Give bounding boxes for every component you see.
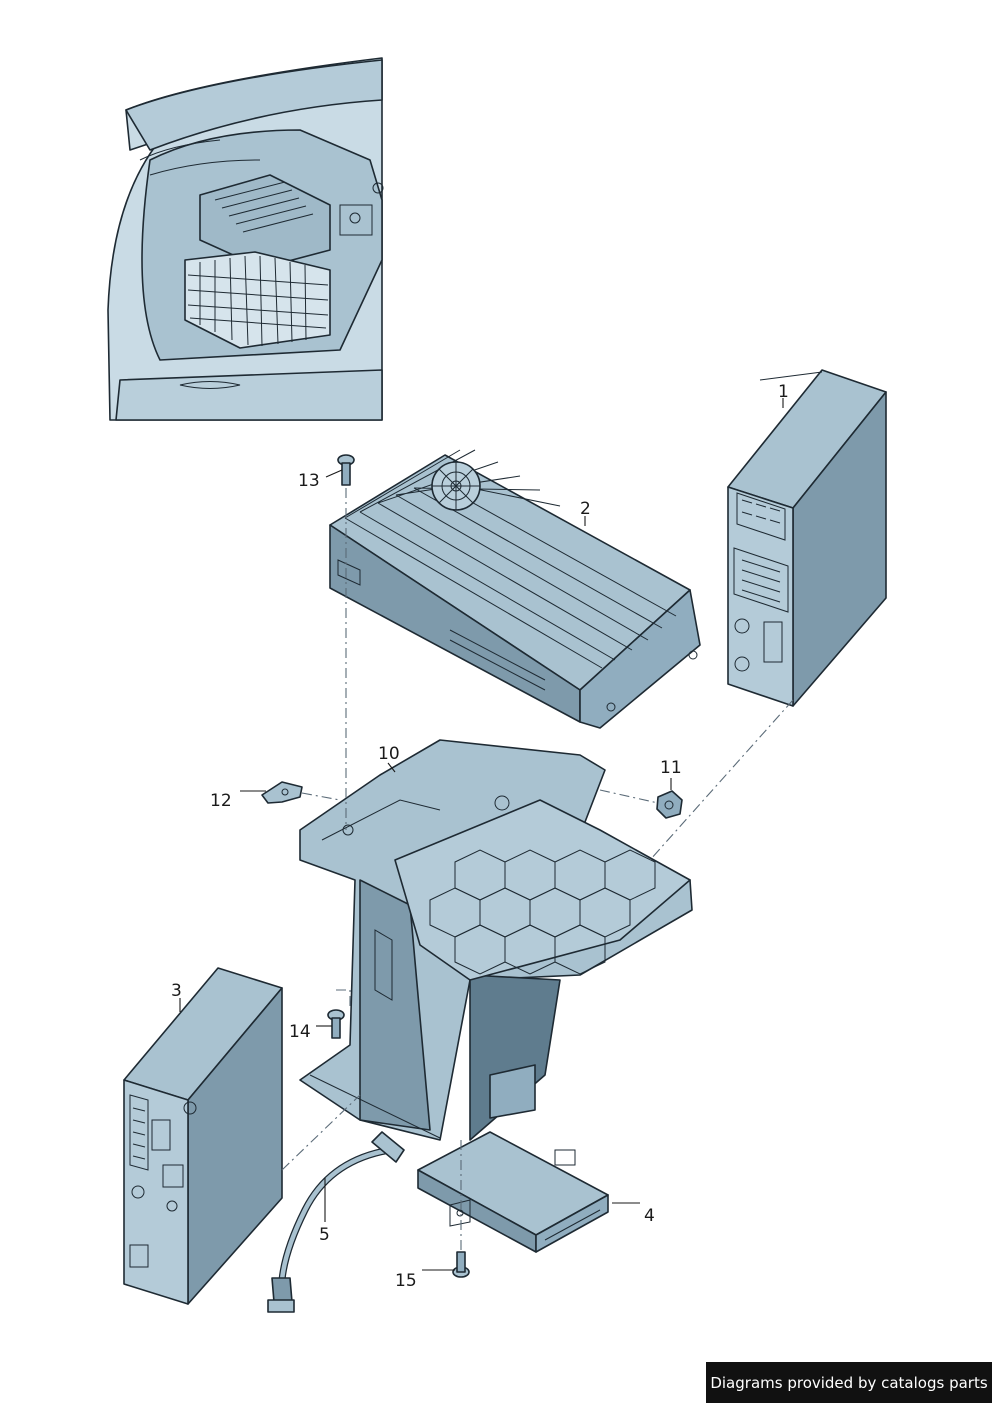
part-1-control-unit <box>727 369 887 707</box>
part-13-screw <box>337 454 355 486</box>
part-12-clip <box>261 781 303 804</box>
part-label-12: 12 <box>210 791 232 811</box>
part-14-screw <box>327 1009 345 1039</box>
part-label-5: 5 <box>319 1225 330 1245</box>
part-10-mounting-carrier <box>299 739 693 1141</box>
amplifier-fan-vent <box>431 461 481 511</box>
part-2-amplifier <box>329 449 701 729</box>
part-label-11: 11 <box>660 758 682 778</box>
leader-lines <box>179 398 784 1271</box>
part-15-screw <box>452 1251 470 1278</box>
part-label-14: 14 <box>289 1022 311 1042</box>
part-label-15: 15 <box>395 1271 417 1291</box>
part-3-control-unit <box>123 967 283 1305</box>
vehicle-location-inset <box>107 57 384 421</box>
part-label-2: 2 <box>580 499 591 519</box>
part-label-3: 3 <box>171 981 182 1001</box>
part-label-4: 4 <box>644 1206 655 1226</box>
part-label-1: 1 <box>778 382 789 402</box>
carrier-honeycomb-texture <box>429 849 656 975</box>
part-11-nut <box>656 790 683 819</box>
diagram-credit-banner: Diagrams provided by catalogs parts <box>706 1362 992 1403</box>
part-labels: 1 2 3 4 5 10 11 12 13 14 15 <box>171 382 789 1291</box>
part-5-cable <box>267 1131 405 1313</box>
part-label-10: 10 <box>378 744 400 764</box>
assembly-lines <box>281 488 794 1250</box>
part-3-vent-grille <box>129 1094 149 1171</box>
part-label-13: 13 <box>298 471 320 491</box>
part-4-flat-module <box>417 1131 609 1253</box>
credit-text: Diagrams provided by catalogs parts <box>710 1373 988 1392</box>
